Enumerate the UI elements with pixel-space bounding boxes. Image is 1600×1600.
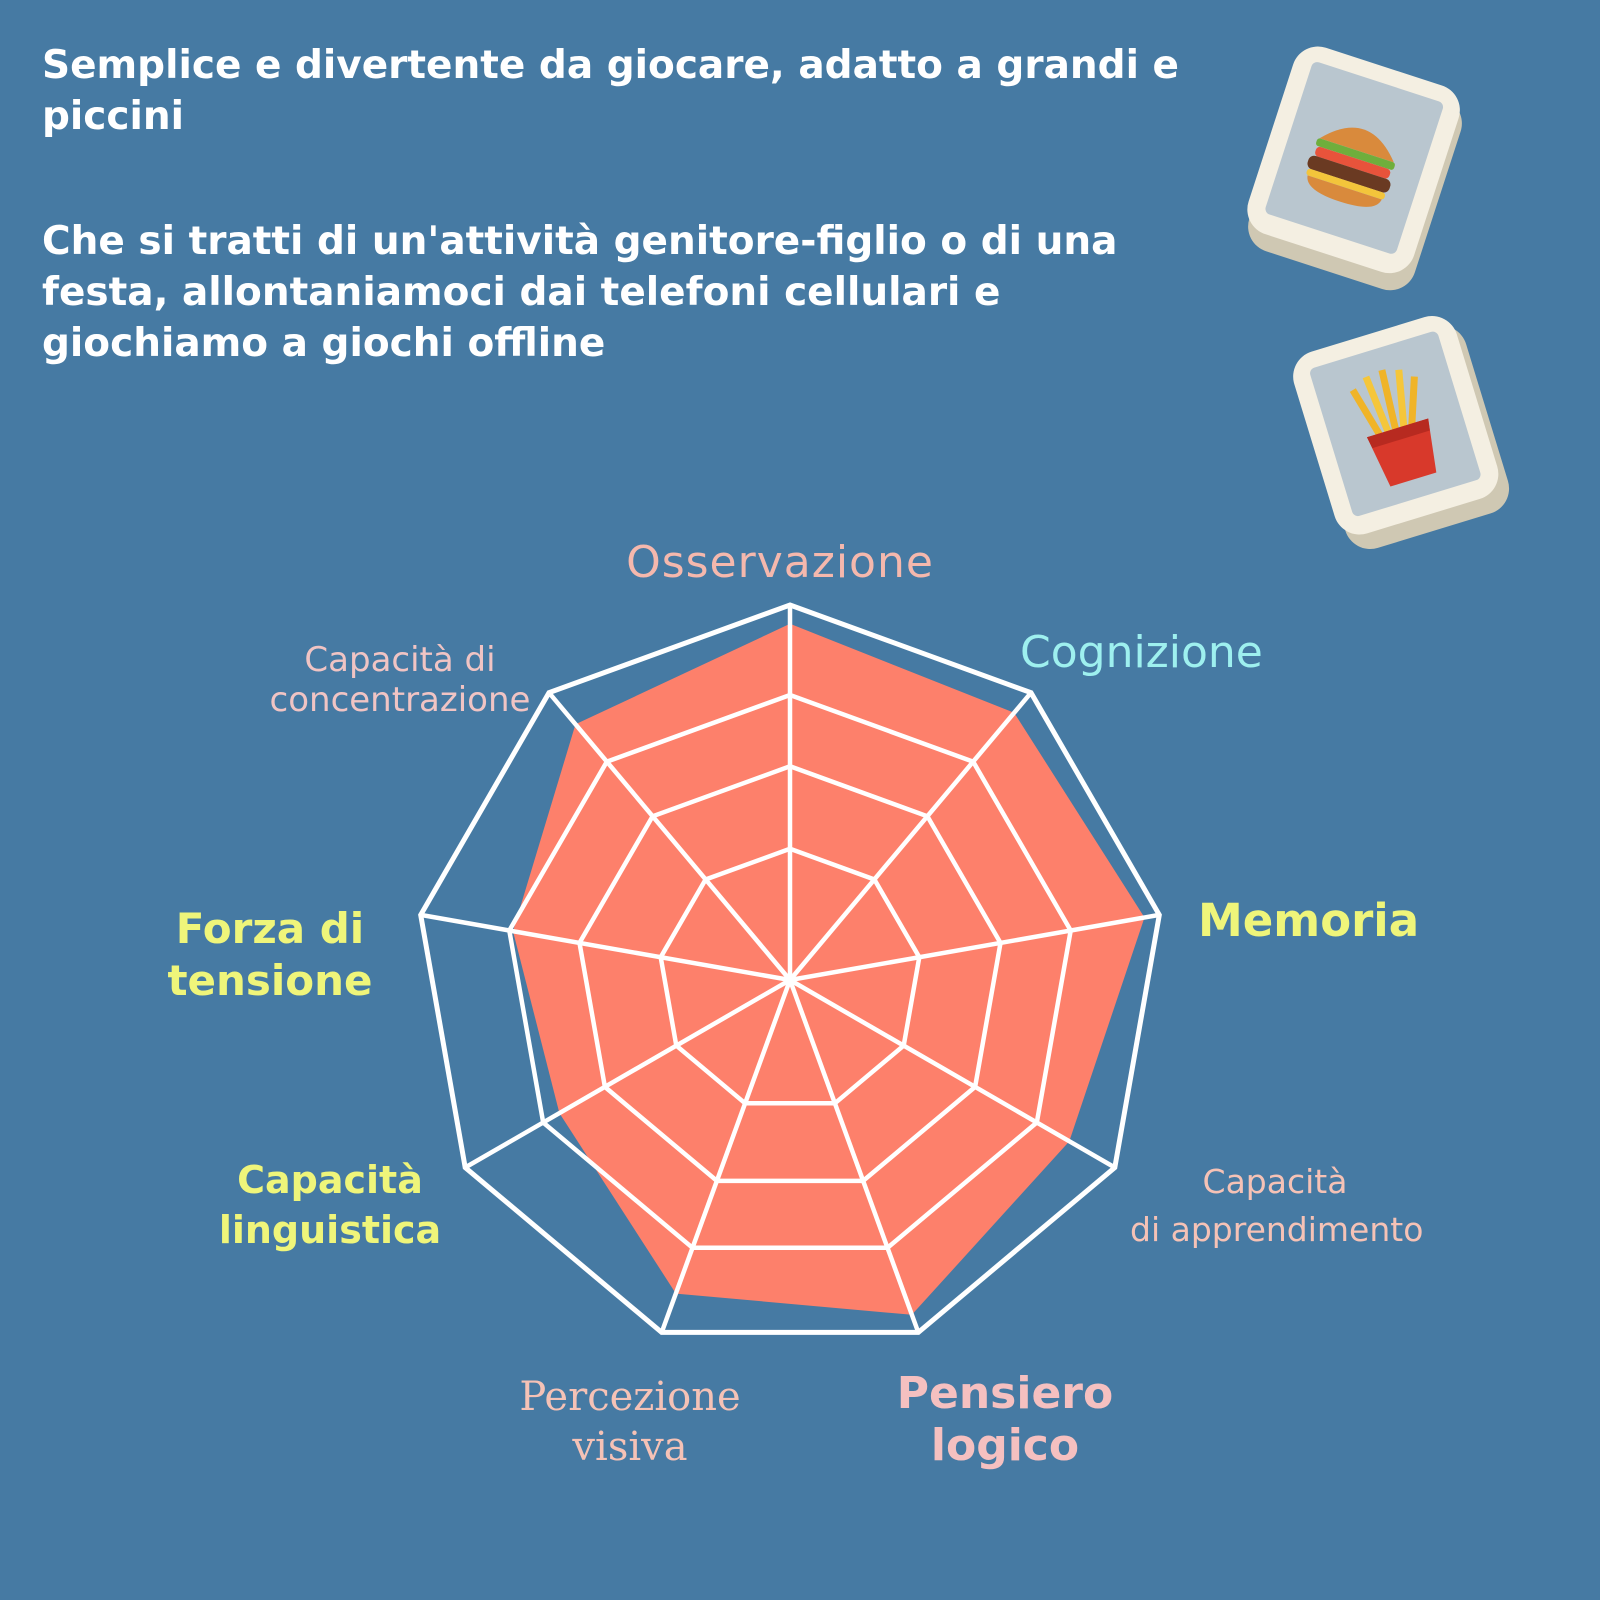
axis-label-percezione-visiva-line-2: visiva xyxy=(572,1424,688,1470)
axis-label-forza-di-tensione-line-1: Forza di xyxy=(175,904,365,953)
axis-label-apprendimento: Capacità di apprendimento xyxy=(1130,1158,1424,1254)
headline-top: Semplice e divertente da giocare, adatto… xyxy=(42,43,1179,139)
axis-label-concentrazione-line-2: concentrazione xyxy=(269,680,531,720)
radar-spoke-3 xyxy=(789,912,1160,983)
radar-ring-4 xyxy=(418,602,1162,1335)
radar-spoke-5 xyxy=(787,979,921,1334)
axis-label-memoria: Memoria xyxy=(1198,894,1420,947)
radar-spoke-2 xyxy=(788,691,1033,982)
radar-spoke-6 xyxy=(659,979,793,1334)
axis-label-cognizione: Cognizione xyxy=(1020,627,1263,678)
headline-bottom: Che si tratti di un'attività genitore-fi… xyxy=(42,219,1118,366)
burger-tile xyxy=(1247,46,1462,291)
axis-label-capacita-linguistica-line-2: linguistica xyxy=(218,1208,442,1252)
axis-label-forza-di-tensione-line-2: tensione xyxy=(167,956,373,1005)
radar-spoke-9 xyxy=(547,691,792,982)
radar-spoke-8 xyxy=(420,912,791,983)
axis-label-capacita-linguistica: Capacità linguistica xyxy=(180,1155,480,1255)
axis-label-capacita-linguistica-line-1: Capacità xyxy=(237,1158,423,1202)
axis-label-apprendimento-line-2: di apprendimento xyxy=(1130,1210,1424,1249)
axis-label-concentrazione-line-1: Capacità di xyxy=(304,640,496,680)
axis-label-percezione-visiva-line-1: Percezione xyxy=(519,1374,741,1420)
radar-ring-1 xyxy=(658,846,922,1106)
radar-spoke-4 xyxy=(788,978,1116,1170)
axis-label-pensiero-logico-line-2: logico xyxy=(930,1420,1080,1471)
fries-tile xyxy=(1293,316,1510,550)
axis-label-apprendimento-line-1: Capacità xyxy=(1202,1162,1348,1201)
radar-ring-3 xyxy=(506,692,1074,1251)
radar-ring-2 xyxy=(577,763,1003,1184)
radar-spoke-7 xyxy=(464,978,792,1170)
fries-icon xyxy=(1349,369,1437,487)
burger-icon xyxy=(1306,127,1395,207)
axis-label-osservazione: Osservazione xyxy=(626,537,934,588)
axis-label-pensiero-logico-line-1: Pensiero xyxy=(896,1368,1114,1419)
